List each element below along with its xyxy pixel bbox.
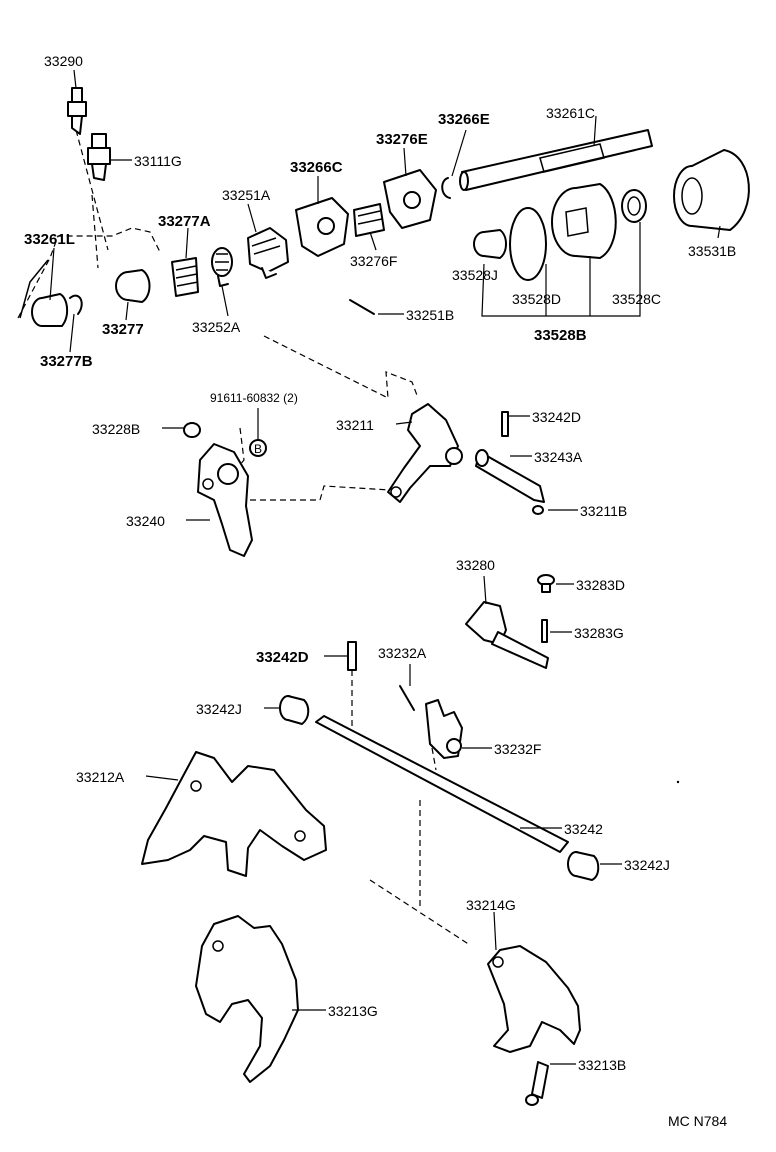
label-33252A: 33252A (192, 319, 241, 335)
label-33242D: 33242D (256, 649, 309, 666)
label-33243A: 33243A (534, 449, 583, 465)
part-33240-lever[interactable] (197, 443, 253, 557)
label-33228B: 33228B (92, 421, 140, 437)
part-33528J-bushing[interactable] (473, 229, 507, 259)
part-33528B-housing[interactable] (551, 183, 617, 259)
label-33277B: 33277B (40, 353, 93, 370)
part-33214G-fork[interactable] (487, 945, 581, 1053)
label-33240: 33240 (126, 513, 165, 529)
label-33283D: 33283D (576, 577, 625, 593)
part-labels: 33290 33111G 33261L 33277A 33277 33277B … (24, 53, 736, 1129)
label-B: B (254, 442, 262, 456)
label-33213B: 33213B (578, 1057, 626, 1073)
stray-dot (676, 780, 680, 784)
part-33242J-right-bushing[interactable] (567, 851, 600, 881)
part-33111G-plug[interactable] (87, 133, 111, 181)
leader-lines (49, 69, 721, 1065)
label-33528D: 33528D (512, 291, 561, 307)
part-33277A-spring[interactable] (171, 257, 199, 297)
part-33261L-bushing[interactable] (31, 293, 68, 327)
label-33261L: 33261L (24, 231, 75, 248)
part-33212A-fork[interactable] (141, 751, 327, 877)
part-33232A-pin[interactable] (399, 685, 415, 711)
label-33111G: 33111G (134, 153, 182, 169)
part-33531B-boot[interactable] (673, 149, 750, 231)
part-33243A-shaft[interactable] (475, 449, 545, 503)
part-33213G-fork[interactable] (195, 915, 299, 1083)
part-33211B-key[interactable] (532, 505, 544, 515)
label-33528J: 33528J (452, 267, 498, 283)
label-33283G: 33283G (574, 625, 624, 641)
part-33266C-block[interactable] (295, 197, 349, 257)
part-33242J-left-bushing[interactable] (279, 695, 310, 725)
label-33528C: 33528C (612, 291, 661, 307)
part-33290-switch[interactable] (67, 87, 87, 135)
part-33242D-pin[interactable] (347, 641, 357, 671)
part-33528D-gasket[interactable] (509, 207, 547, 281)
assembly-guide-lines (17, 129, 471, 946)
part-33528C-seal[interactable] (621, 189, 647, 223)
label-33276E: 33276E (376, 131, 428, 148)
part-33261C-shaft[interactable] (459, 129, 653, 191)
label-33277A: 33277A (158, 213, 211, 230)
part-33213B-bolt[interactable] (525, 1061, 549, 1106)
label-33214G: 33214G (466, 897, 516, 913)
label-33242D-top: 33242D (532, 409, 581, 425)
diagram-code: MC N784 (668, 1113, 727, 1129)
part-33228B-ball[interactable] (183, 422, 201, 438)
label-33213G: 33213G (328, 1003, 378, 1019)
label-33290: 33290 (44, 53, 83, 69)
label-33261C: 33261C (546, 105, 595, 121)
part-33242-shaft[interactable] (315, 715, 569, 853)
label-33276F: 33276F (350, 253, 397, 269)
part-33280-selector[interactable] (465, 601, 549, 669)
label-33211B: 33211B (580, 503, 627, 519)
label-33266C: 33266C (290, 159, 343, 176)
label-33266E: 33266E (438, 111, 490, 128)
part-33266E-ring[interactable] (441, 177, 451, 199)
part-33283G-pin[interactable] (541, 619, 548, 643)
part-33276E-cam[interactable] (383, 169, 437, 229)
label-91611-60832: 91611-60832 (2) (210, 391, 298, 405)
part-33277-bushing[interactable] (115, 269, 151, 303)
label-33242J-right: 33242J (624, 857, 670, 873)
label-33280: 33280 (456, 557, 495, 573)
label-33242J-left: 33242J (196, 701, 242, 717)
label-33528B: 33528B (534, 327, 587, 344)
label-33251A: 33251A (222, 187, 271, 203)
label-33232A: 33232A (378, 645, 427, 661)
label-33212A: 33212A (76, 769, 125, 785)
part-33276F-spring[interactable] (353, 203, 385, 237)
part-33252A-bearing[interactable] (211, 247, 233, 287)
label-33242: 33242 (564, 821, 603, 837)
part-33251A-sleeve[interactable] (247, 227, 289, 279)
part-33211-lever[interactable] (387, 403, 463, 503)
label-33277: 33277 (102, 321, 144, 338)
part-33232F-bracket[interactable] (425, 699, 463, 759)
label-33251B: 33251B (406, 307, 454, 323)
part-33261L-housing-edge (19, 259, 49, 319)
part-33283D-bolt[interactable] (537, 574, 555, 593)
part-33251B-pin[interactable] (349, 299, 375, 315)
label-33211: 33211 (336, 417, 374, 433)
label-33531B: 33531B (688, 243, 736, 259)
label-33232F: 33232F (494, 741, 541, 757)
part-33277B-clip[interactable] (69, 294, 83, 315)
part-33242D-top-pin[interactable] (501, 411, 509, 437)
